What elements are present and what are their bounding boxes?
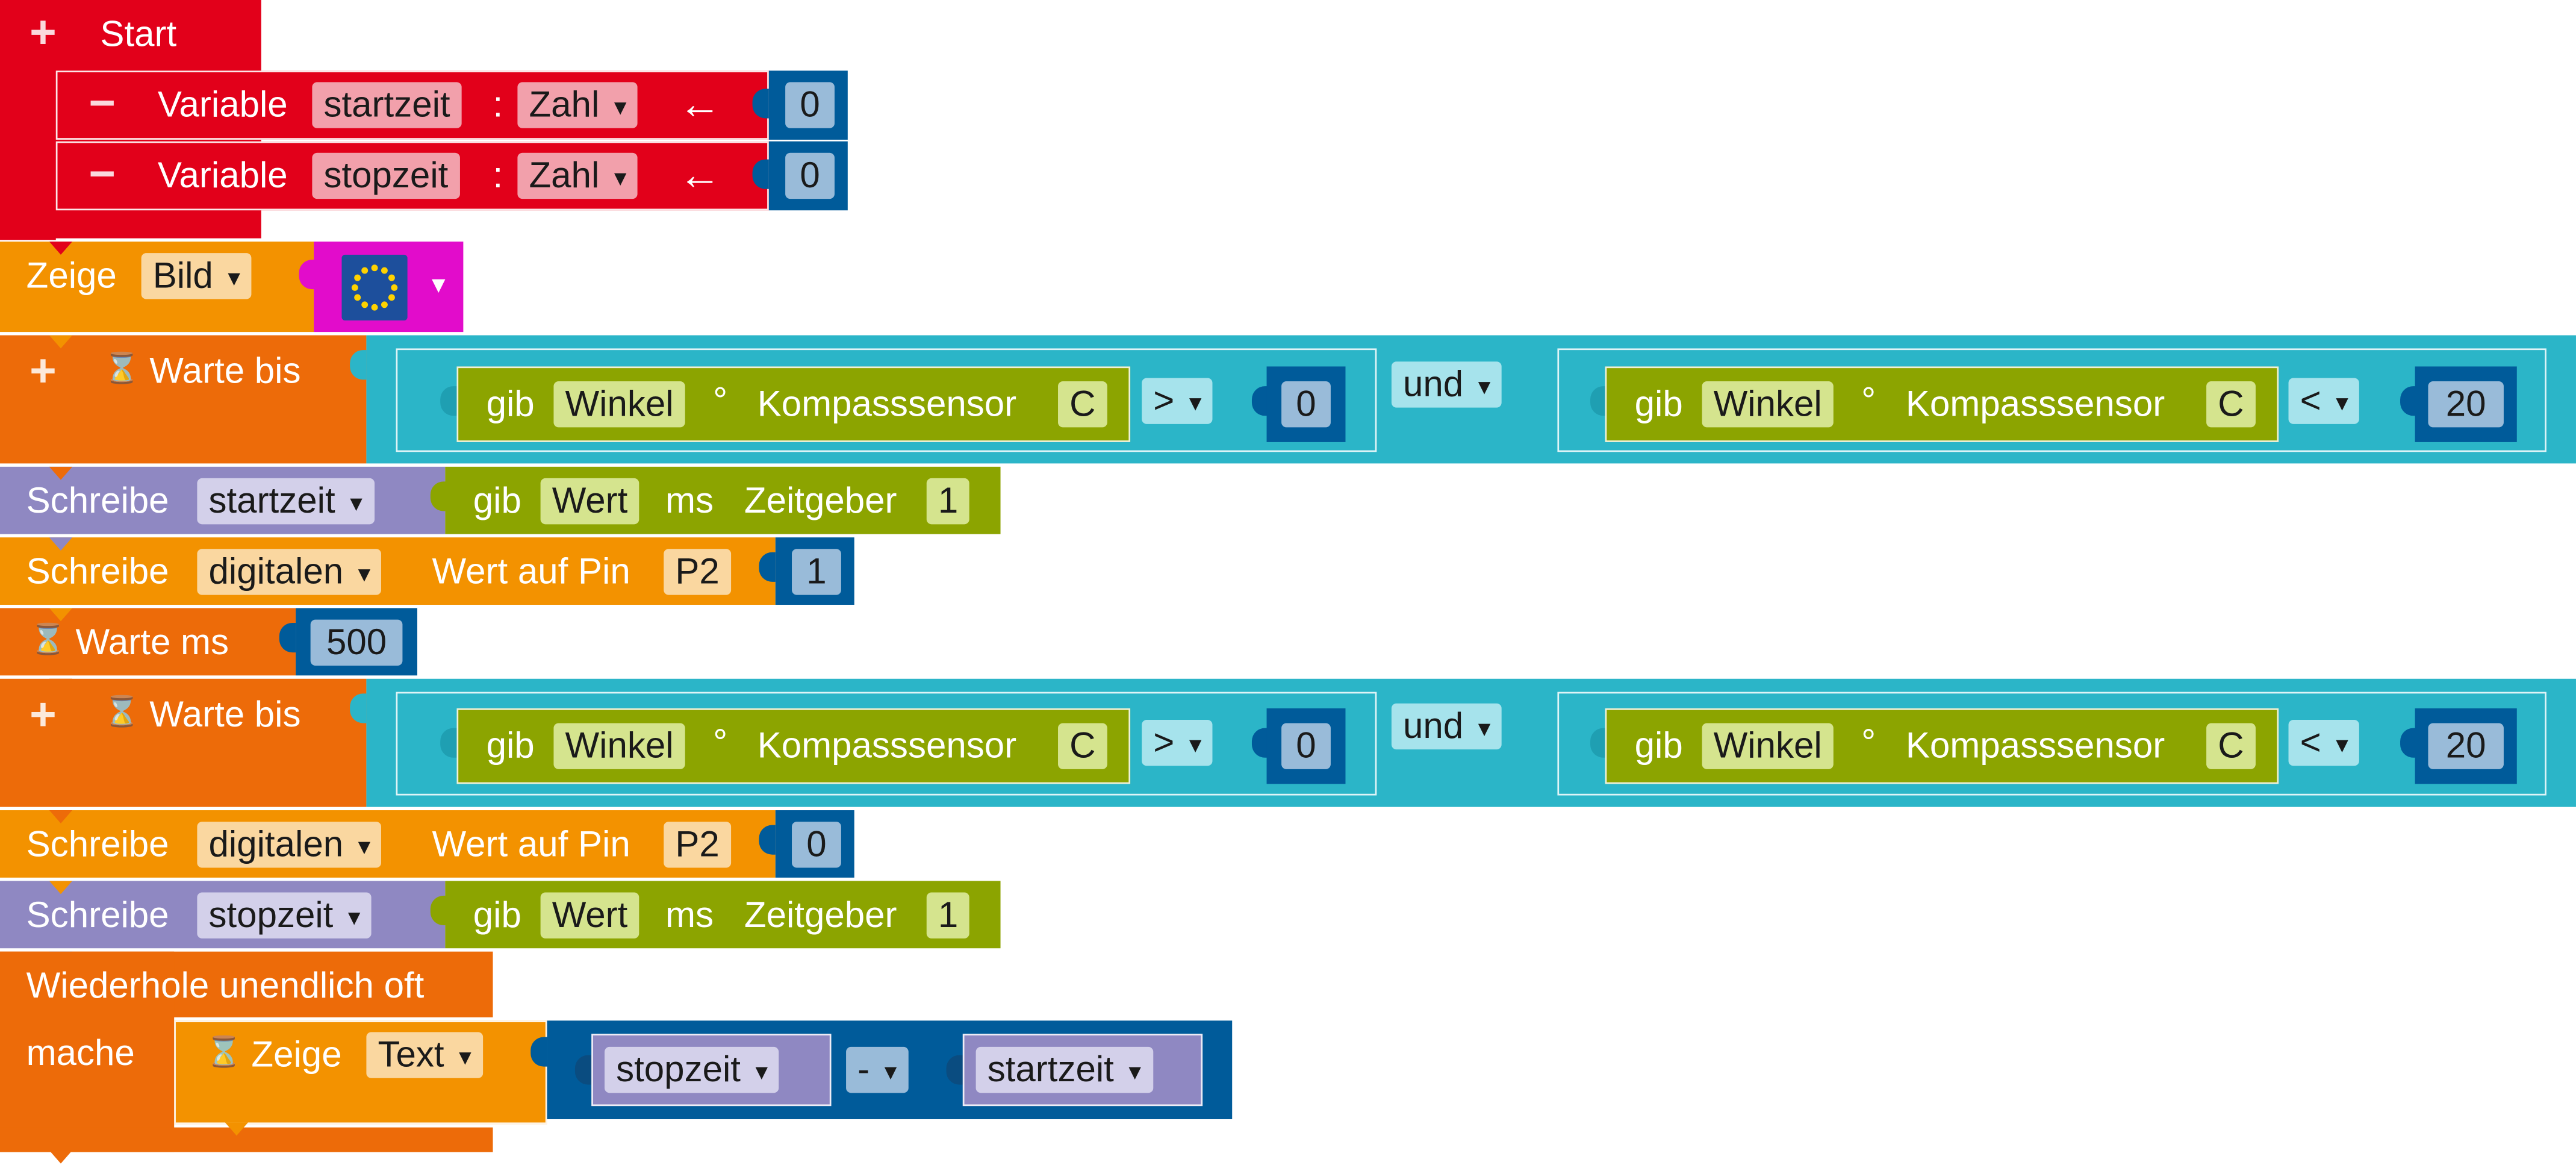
pin-field[interactable]: P2 <box>664 549 731 595</box>
port-field[interactable]: C <box>2206 723 2256 769</box>
assign-arrow: ← <box>678 78 721 128</box>
hourglass-icon: ⌛ <box>103 351 141 385</box>
pin-field[interactable]: P2 <box>664 822 731 868</box>
variable-dropdown[interactable]: stopzeit <box>605 1046 780 1093</box>
gib-label: gib <box>486 383 535 424</box>
repeat-label: Wiederhole unendlich oft <box>26 964 425 1006</box>
timer-block[interactable] <box>445 881 1001 949</box>
logic-operator-dropdown[interactable]: und <box>1391 361 1502 408</box>
sensor-name: Kompasssensor <box>1905 383 2165 424</box>
timer-number-field[interactable]: 1 <box>926 478 970 525</box>
pin-text: Wert auf Pin <box>432 823 630 865</box>
timer-name: Zeitgeber <box>744 479 897 521</box>
hourglass-icon: ⌛ <box>205 1035 243 1069</box>
variable-keyword: Variable <box>157 84 288 125</box>
number-value[interactable]: 20 <box>2428 381 2504 428</box>
type-dropdown[interactable]: Zahl <box>517 152 638 199</box>
timer-block[interactable] <box>445 466 1001 534</box>
number-value[interactable]: 1 <box>792 549 841 595</box>
unit-label: ° <box>1861 721 1876 763</box>
timer-field[interactable]: Wert <box>540 892 639 939</box>
wait-ms-label: Warte ms <box>75 621 229 663</box>
number-value[interactable]: 0 <box>792 822 841 868</box>
port-field[interactable]: C <box>1058 381 1107 428</box>
type-dropdown[interactable]: Zahl <box>517 82 638 128</box>
sensor-name: Kompasssensor <box>757 383 1017 424</box>
show-keyword: Zeige <box>26 254 117 296</box>
write-keyword: Schreibe <box>26 479 169 521</box>
hourglass-icon: ⌛ <box>103 695 141 728</box>
colon-label: : <box>493 154 503 196</box>
timer-field[interactable]: Wert <box>540 478 639 525</box>
pin-mode-dropdown[interactable]: digitalen <box>197 549 382 595</box>
sensor-name: Kompasssensor <box>1905 725 2165 766</box>
sensor-name: Kompasssensor <box>757 725 1017 766</box>
display-type-dropdown[interactable]: Text <box>366 1032 483 1078</box>
operator-dropdown[interactable]: < <box>2288 378 2360 424</box>
operator-dropdown[interactable]: > <box>1142 378 1213 424</box>
gib-label: gib <box>486 725 535 766</box>
port-field[interactable]: C <box>1058 723 1107 769</box>
gib-label: gib <box>1634 725 1683 766</box>
wait-until-label: Warte bis <box>149 350 301 392</box>
port-field[interactable]: C <box>2206 381 2256 428</box>
variable-dropdown[interactable]: startzeit <box>197 478 374 525</box>
minus-icon[interactable]: − <box>89 77 116 128</box>
show-keyword: Zeige <box>251 1034 342 1075</box>
assign-arrow: ← <box>678 149 721 199</box>
minus-icon[interactable]: − <box>89 148 116 199</box>
math-operator-dropdown[interactable]: - <box>846 1046 909 1093</box>
sensor-field[interactable]: Winkel <box>553 381 685 428</box>
chevron-down-icon[interactable]: ▼ <box>427 271 450 298</box>
show-text-block[interactable] <box>174 1020 547 1125</box>
plus-icon[interactable]: + <box>30 345 57 396</box>
number-value[interactable]: 500 <box>310 619 403 666</box>
pin-mode-dropdown[interactable]: digitalen <box>197 822 382 868</box>
variable-dropdown[interactable]: stopzeit <box>197 892 372 939</box>
wait-until-block[interactable] <box>0 678 367 807</box>
variable-keyword: Variable <box>157 154 288 196</box>
sensor-field[interactable]: Winkel <box>1702 723 1834 769</box>
write-keyword: Schreibe <box>26 894 169 935</box>
unit-label: ° <box>713 721 728 763</box>
gib-label: gib <box>473 479 521 521</box>
image-preview-icon[interactable] <box>341 254 408 321</box>
unit-label: ° <box>713 379 728 421</box>
number-value[interactable]: 20 <box>2428 723 2504 769</box>
variable-name-field[interactable]: startzeit <box>312 82 462 128</box>
wait-until-block[interactable] <box>0 335 367 464</box>
number-value[interactable]: 0 <box>1281 381 1331 428</box>
operator-dropdown[interactable]: < <box>2288 719 2360 766</box>
unit-label: ms <box>665 894 714 935</box>
write-keyword: Schreibe <box>26 550 169 592</box>
colon-label: : <box>493 84 503 125</box>
timer-number-field[interactable]: 1 <box>926 892 970 939</box>
wait-until-label: Warte bis <box>149 693 301 735</box>
sensor-field[interactable]: Winkel <box>553 723 685 769</box>
unit-label: ms <box>665 479 714 521</box>
write-pin-block[interactable] <box>0 810 776 878</box>
sensor-field[interactable]: Winkel <box>1702 381 1834 428</box>
gib-label: gib <box>473 894 521 935</box>
gib-label: gib <box>1634 383 1683 424</box>
logic-operator-dropdown[interactable]: und <box>1391 703 1502 750</box>
plus-icon[interactable]: + <box>30 6 57 58</box>
plus-icon[interactable]: + <box>30 689 57 740</box>
operator-dropdown[interactable]: > <box>1142 719 1213 766</box>
unit-label: ° <box>1861 379 1876 421</box>
number-value[interactable]: 0 <box>785 152 835 199</box>
write-pin-block[interactable] <box>0 537 776 605</box>
do-label: mache <box>26 1032 135 1073</box>
number-value[interactable]: 0 <box>785 82 835 128</box>
timer-name: Zeitgeber <box>744 894 897 935</box>
write-keyword: Schreibe <box>26 823 169 865</box>
variable-dropdown[interactable]: startzeit <box>975 1046 1153 1093</box>
start-label: Start <box>100 13 177 55</box>
variable-name-field[interactable]: stopzeit <box>312 152 460 199</box>
display-type-dropdown[interactable]: Bild <box>141 253 252 299</box>
number-value[interactable]: 0 <box>1281 723 1331 769</box>
pin-text: Wert auf Pin <box>432 550 630 592</box>
hourglass-icon: ⌛ <box>30 623 67 656</box>
